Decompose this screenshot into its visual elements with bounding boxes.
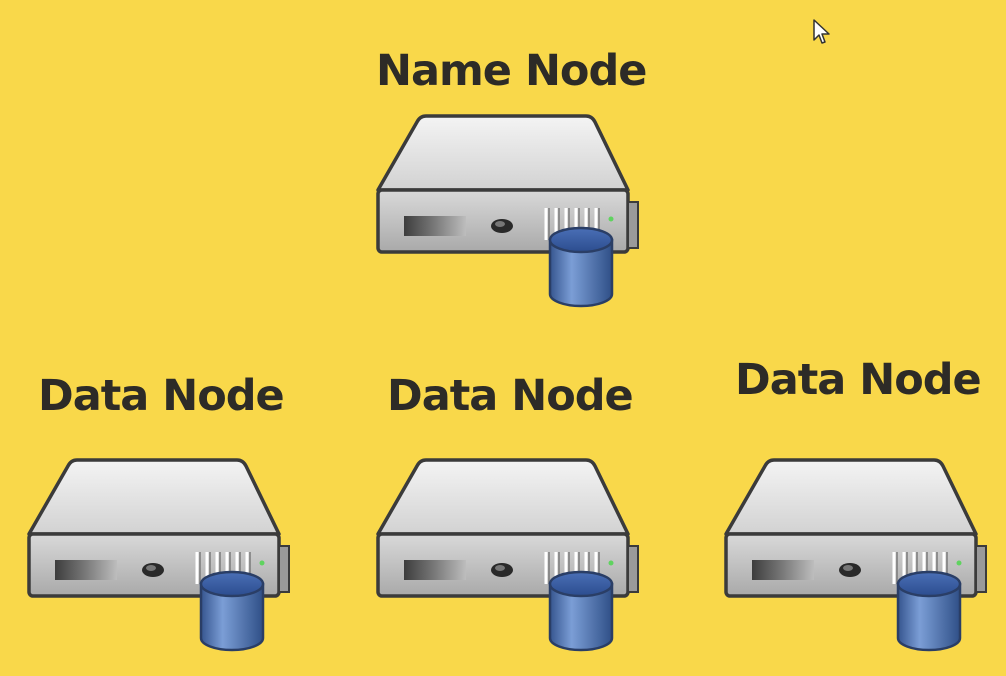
data-node-label: Data Node — [735, 355, 982, 405]
data-node-label: Data Node — [387, 371, 634, 421]
data-node-label: Data Node — [38, 371, 285, 421]
data-node-server-icon — [27, 458, 291, 652]
data-node-server-icon — [724, 458, 988, 652]
name-node-label: Name Node — [376, 46, 647, 96]
mouse-pointer-icon — [813, 19, 830, 44]
name-node-server-icon — [376, 114, 640, 308]
data-node-server-icon — [376, 458, 640, 652]
